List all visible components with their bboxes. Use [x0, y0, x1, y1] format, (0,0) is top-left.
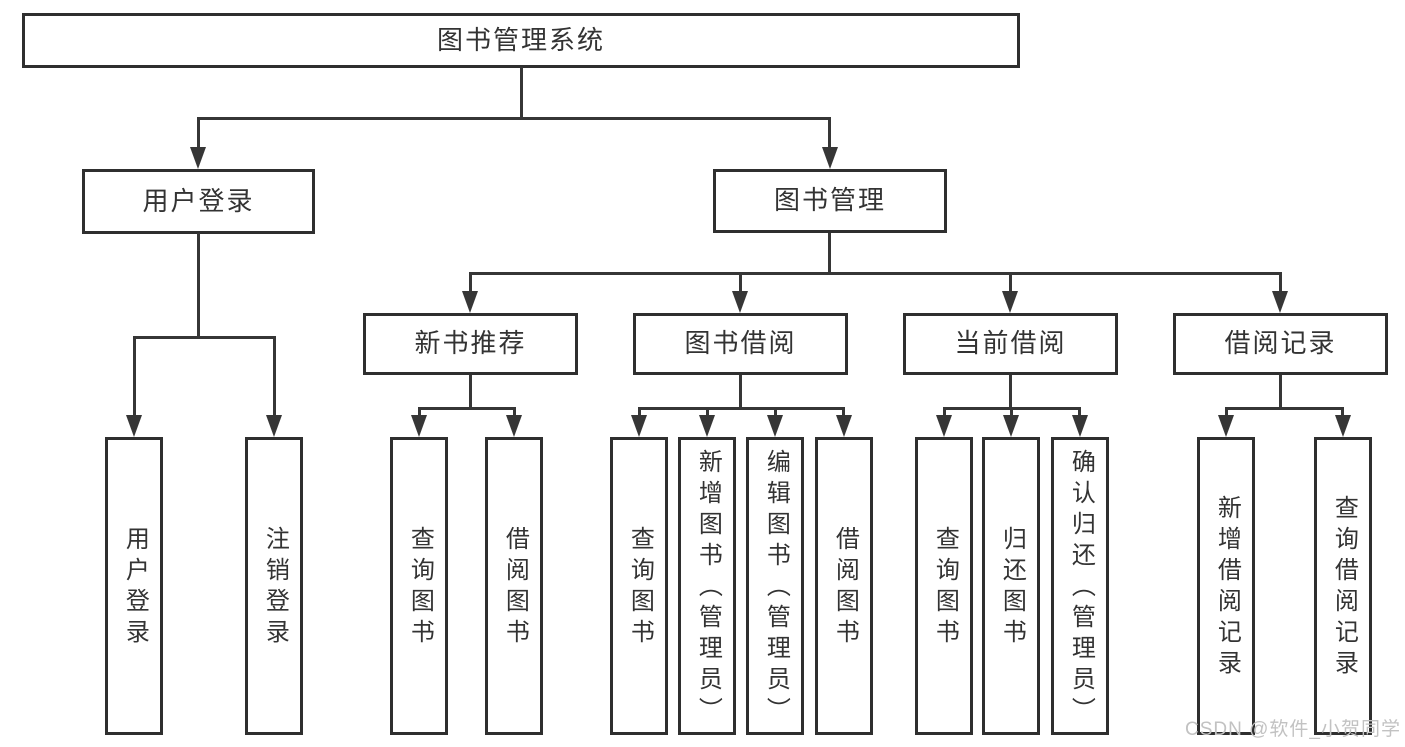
connector-line	[273, 336, 276, 417]
connector-arrowhead	[699, 415, 715, 437]
connector-arrowhead	[266, 415, 282, 437]
connector-line	[739, 375, 742, 410]
connector-line	[943, 407, 946, 417]
connector-arrowhead	[936, 415, 952, 437]
connector-line	[520, 67, 523, 120]
node-leaf-add-borrow-record: 新增借阅记录	[1197, 437, 1255, 735]
node-new-book-recommendation: 新书推荐	[363, 313, 578, 375]
connector-arrowhead	[1218, 415, 1234, 437]
connector-line	[1279, 272, 1282, 294]
connector-line	[197, 233, 200, 339]
connector-arrowhead	[411, 415, 427, 437]
node-leaf-confirm-return-admin: 确认归还（管理员）	[1051, 437, 1109, 735]
node-leaf-borrow-books-borrowing: 借阅图书	[815, 437, 873, 735]
connector-line	[842, 407, 845, 417]
node-leaf-return-books: 归还图书	[982, 437, 1040, 735]
connector-line	[418, 407, 516, 410]
connector-line	[469, 272, 1282, 275]
connector-line	[133, 336, 276, 339]
node-leaf-query-books-borrowing: 查询图书	[610, 437, 668, 735]
connector-arrowhead	[1272, 291, 1288, 313]
node-book-borrowing: 图书借阅	[633, 313, 848, 375]
connector-arrowhead	[190, 147, 206, 169]
node-leaf-user-login: 用户登录	[105, 437, 163, 735]
connector-line	[197, 117, 200, 150]
node-leaf-add-books-admin: 新增图书（管理员）	[678, 437, 736, 735]
connector-line	[1225, 407, 1344, 410]
connector-arrowhead	[462, 291, 478, 313]
node-leaf-edit-books-admin: 编辑图书（管理员）	[746, 437, 804, 735]
connector-line	[739, 272, 742, 294]
connector-line	[1009, 272, 1012, 294]
connector-arrowhead	[1002, 291, 1018, 313]
node-library-management-system: 图书管理系统	[22, 13, 1020, 68]
connector-arrowhead	[126, 415, 142, 437]
connector-line	[1010, 407, 1013, 417]
connector-arrowhead	[732, 291, 748, 313]
node-leaf-logout: 注销登录	[245, 437, 303, 735]
connector-line	[418, 407, 421, 417]
connector-line	[1225, 407, 1228, 417]
connector-arrowhead	[1003, 415, 1019, 437]
connector-arrowhead	[767, 415, 783, 437]
connector-arrowhead	[822, 147, 838, 169]
connector-line	[828, 117, 831, 150]
watermark: CSDN @软件_小贺同学	[1185, 719, 1401, 740]
connector-line	[469, 375, 472, 410]
connector-line	[638, 407, 845, 410]
connector-line	[1341, 407, 1344, 417]
node-leaf-query-borrow-record: 查询借阅记录	[1314, 437, 1372, 735]
connector-arrowhead	[836, 415, 852, 437]
connector-line	[1279, 375, 1282, 410]
node-user-login: 用户登录	[82, 169, 315, 234]
connector-line	[1078, 407, 1081, 417]
connector-line	[638, 407, 641, 417]
connector-line	[197, 117, 831, 120]
connector-arrowhead	[1335, 415, 1351, 437]
node-book-management: 图书管理	[713, 169, 947, 233]
node-leaf-query-books-recommend: 查询图书	[390, 437, 448, 735]
connector-line	[1009, 375, 1012, 410]
connector-arrowhead	[631, 415, 647, 437]
node-borrowing-records: 借阅记录	[1173, 313, 1388, 375]
connector-line	[469, 272, 472, 294]
connector-line	[706, 407, 709, 417]
node-current-borrowing: 当前借阅	[903, 313, 1118, 375]
connector-line	[774, 407, 777, 417]
connector-line	[513, 407, 516, 417]
connector-arrowhead	[506, 415, 522, 437]
connector-line	[133, 336, 136, 417]
node-leaf-query-books-current: 查询图书	[915, 437, 973, 735]
connector-arrowhead	[1072, 415, 1088, 437]
connector-line	[828, 233, 831, 275]
node-leaf-borrow-books-recommend: 借阅图书	[485, 437, 543, 735]
